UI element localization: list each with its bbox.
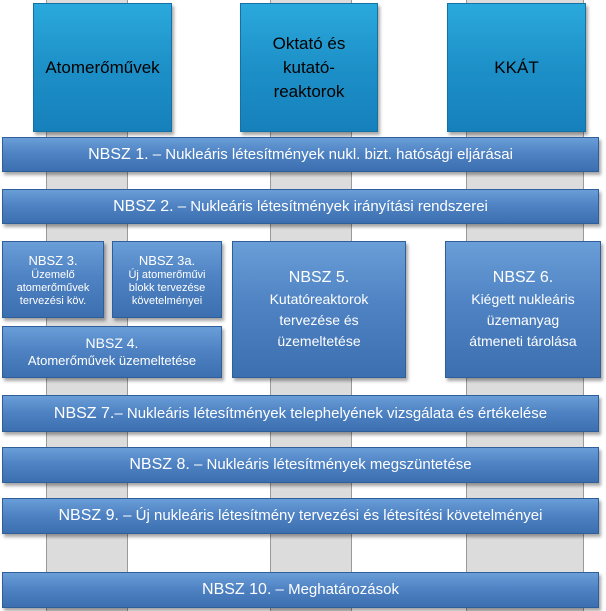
- nbsz4-box: NBSZ 4. Atomerőművek üzemeltetése: [2, 326, 222, 378]
- nbsz5-box: NBSZ 5. Kutatóreaktorok tervezése és üze…: [232, 241, 406, 378]
- header-oktato-line1: Oktató és: [272, 33, 346, 53]
- header-kkat-label: KKÁT: [494, 57, 539, 77]
- nbsz8-text: – Nukleáris létesítmények megszüntetése: [189, 456, 472, 473]
- nbsz9-bar: NBSZ 9. – Új nukleáris létesítmény terve…: [2, 498, 599, 534]
- nbsz3-box: NBSZ 3. Üzemelő atomerőművek tervezési k…: [2, 241, 104, 318]
- header-kkat: KKÁT: [447, 3, 586, 132]
- nbsz10-bar: NBSZ 10. – Meghatározások: [2, 572, 599, 608]
- nbsz6-line3: átmeneti tárolása: [469, 333, 577, 349]
- header-atomeromuvek: Atomerőművek: [33, 3, 172, 132]
- nbsz8-bar: NBSZ 8. – Nukleáris létesítmények megszü…: [2, 447, 599, 483]
- nbsz9-text: – Új nukleáris létesítmény tervezési és …: [118, 507, 543, 524]
- nbsz7-bar: NBSZ 7.– Nukleáris létesítmények telephe…: [2, 395, 599, 432]
- nbsz7-code: NBSZ 7.: [53, 404, 115, 422]
- header-oktato-kutato: Oktató és kutató- reaktorok: [240, 3, 378, 132]
- nbsz3a-line3: követelményei: [131, 294, 203, 307]
- nbsz3a-code: NBSZ 3a.: [138, 252, 196, 268]
- nbsz2-code: NBSZ 2.: [113, 197, 174, 215]
- nbsz4-code: NBSZ 4.: [85, 335, 139, 351]
- nbsz8-code: NBSZ 8.: [129, 456, 190, 473]
- nbsz3a-line1: Új atomerőművi: [128, 268, 206, 281]
- nbsz1-code: NBSZ 1.: [88, 145, 149, 163]
- nbsz3-line1: Üzemelő: [31, 268, 75, 281]
- nbsz10-code: NBSZ 10.: [202, 581, 272, 598]
- nbsz6-line2: üzemanyag: [486, 312, 560, 328]
- nbsz1-bar: NBSZ 1. – Nukleáris létesítmények nukl. …: [2, 137, 599, 172]
- header-atomeromuvek-label: Atomerőművek: [45, 57, 160, 77]
- nbsz6-code: NBSZ 6.: [492, 269, 554, 286]
- nbsz2-bar: NBSZ 2. – Nukleáris létesítmények irányí…: [2, 189, 599, 224]
- nbsz3-line3: tervezési köv.: [19, 294, 87, 307]
- nbsz9-code: NBSZ 9.: [58, 507, 119, 524]
- nbsz2-text: – Nukleáris létesítmények irányítási ren…: [173, 197, 488, 215]
- nbsz3a-line2: blokk tervezése: [128, 281, 206, 294]
- nbsz5-line1: Kutatóreaktorok: [269, 291, 369, 307]
- nbsz10-text: – Meghatározások: [271, 581, 399, 598]
- nbsz6-line1: Kiégett nukleáris: [471, 291, 575, 307]
- nbsz5-code: NBSZ 5.: [288, 269, 350, 286]
- nbsz1-text: – Nukleáris létesítmények nukl. bizt. ha…: [148, 145, 513, 163]
- nbsz6-box: NBSZ 6. Kiégett nukleáris üzemanyag átme…: [445, 241, 601, 378]
- nbsz3a-box: NBSZ 3a. Új atomerőművi blokk tervezése …: [112, 241, 222, 318]
- header-oktato-line3: reaktorok: [273, 81, 345, 101]
- nbsz3-line2: atomerőművek: [16, 281, 90, 294]
- nbsz5-line2: tervezése és: [279, 312, 359, 328]
- nbsz4-line1: Atomerőművek üzemeltetése: [27, 353, 197, 368]
- header-oktato-line2: kutató-: [283, 57, 335, 77]
- nbsz3-code: NBSZ 3.: [28, 252, 78, 268]
- nbsz7-text: – Nukleáris létesítmények telephelyének …: [114, 404, 548, 422]
- nbsz5-line3: üzemeltetése: [277, 333, 361, 349]
